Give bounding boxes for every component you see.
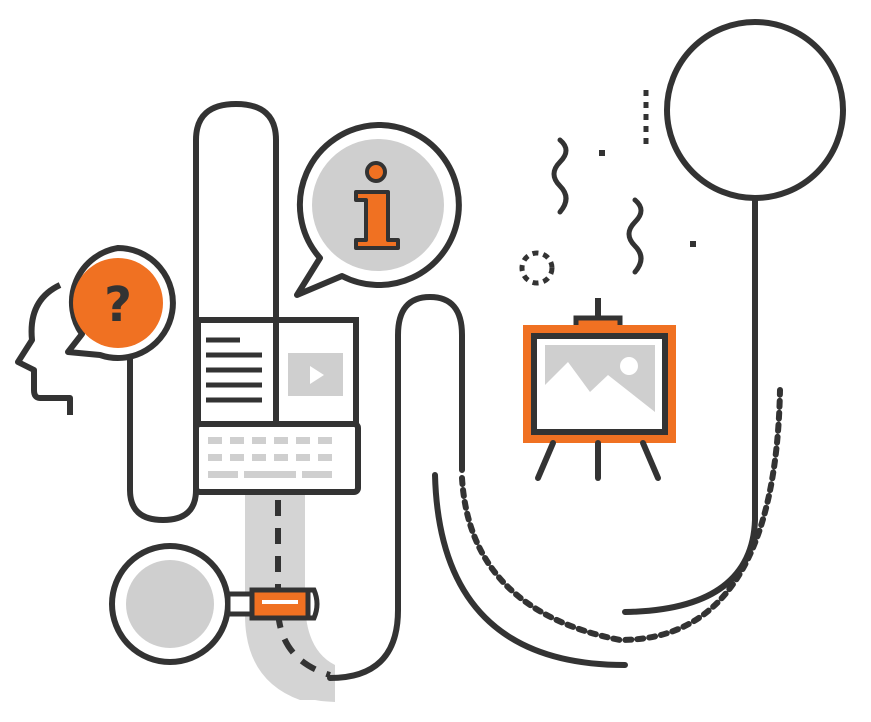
keyboard-icon <box>193 421 361 495</box>
question-mark-glyph: ? <box>104 277 132 333</box>
dotted-circle-icon <box>519 250 555 286</box>
question-bubble-icon: ? <box>65 245 176 361</box>
landscape-image-icon <box>545 345 655 422</box>
info-bubble-icon <box>294 121 462 298</box>
open-book-icon <box>195 317 359 428</box>
magnifying-glass-icon <box>109 543 320 665</box>
balloon-circle-icon <box>664 19 846 201</box>
presentation-easel-icon <box>523 298 676 481</box>
human-head-icon <box>15 282 73 415</box>
confetti-dot <box>690 241 696 247</box>
confetti-dot <box>599 150 605 156</box>
winding-path <box>127 100 783 681</box>
confetti-squiggle-icon <box>551 137 644 275</box>
